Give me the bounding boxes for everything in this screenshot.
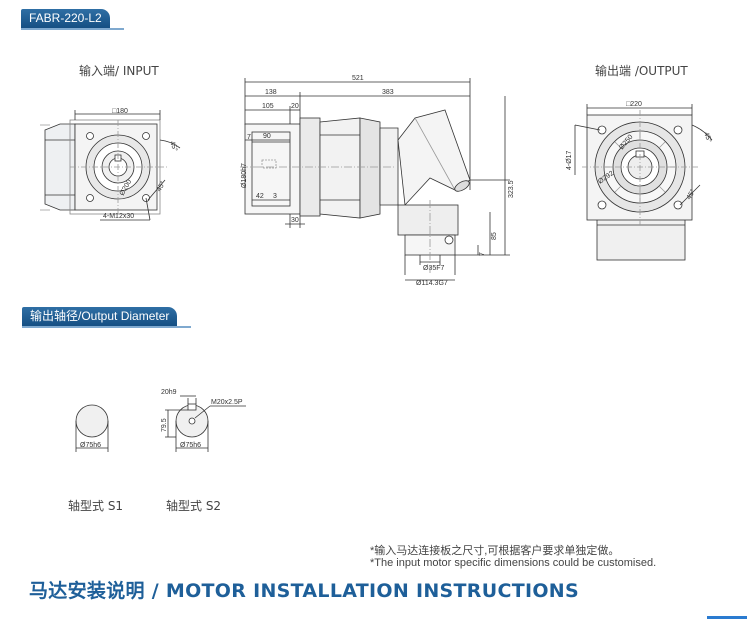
dim-key-w: 20h9	[161, 389, 177, 396]
dim-85: 85	[491, 232, 498, 240]
dim-d180: Ø180h7	[241, 163, 248, 188]
dim-out-holes: 4-Ø17	[566, 150, 573, 170]
dim-out-square: □220	[626, 101, 642, 108]
dim-key-h: 79.5	[161, 418, 168, 432]
dim-138: 138	[265, 89, 277, 96]
model-tag: FABR-220-L2	[21, 9, 124, 30]
dim-90: 90	[263, 133, 271, 140]
dim-d35: Ø35F7	[423, 265, 445, 272]
dim-30: 30	[291, 217, 299, 224]
input-title: 输入端/ INPUT	[79, 64, 159, 78]
dim-20: 20	[291, 103, 299, 110]
shaft-s1-caption: 轴型式 S1	[68, 499, 124, 513]
note-chinese: *输入马达连接板之尺寸,可根据客户要求单独定做。	[370, 545, 620, 557]
dim-total-length: 521	[352, 75, 364, 82]
input-end-view: □180 45° 45° 4-M12x30 Ø200	[40, 108, 181, 221]
dim-in-angle: 45°	[168, 140, 179, 153]
dim-s2-d75: Ø75h6	[180, 442, 201, 449]
dim-in-square: □180	[112, 108, 128, 115]
shaft-s2-caption: 轴型式 S2	[166, 499, 222, 513]
section-title: 马达安装说明 / MOTOR INSTALLATION INSTRUCTIONS	[29, 580, 579, 602]
note-english: *The input motor specific dimensions cou…	[370, 557, 657, 569]
dim-thread: M20x2.5P	[211, 399, 243, 406]
output-diameter-tag: 输出轴径/Output Diameter	[22, 307, 192, 328]
dim-383: 383	[382, 89, 394, 96]
dim-105: 105	[262, 103, 274, 110]
dim-7: 7	[247, 134, 251, 141]
dim-323: 323.5	[508, 180, 515, 198]
dim-in-bolt: 4-M12x30	[103, 213, 134, 220]
dim-42: 42	[256, 193, 264, 200]
shaft-s1-drawing: Ø75h6	[75, 404, 109, 452]
dim-out-angle: 45°	[702, 131, 713, 144]
dim-3: 3	[273, 193, 277, 200]
dim-h7: 7	[479, 252, 486, 256]
dim-s1-d75: Ø75h6	[80, 442, 101, 449]
output-end-view: □220 4-Ø17 Ø250 Ø292 45° 45°	[566, 101, 713, 261]
shaft-s2-drawing: Ø75h6 20h9 79.5 M20x2.5P	[161, 389, 246, 452]
output-title: 输出端 /OUTPUT	[595, 64, 688, 78]
bottom-accent-bar	[707, 616, 747, 619]
side-view: 521 138 383 105 20 7 90 Ø180h7 42 3 30	[240, 75, 515, 287]
dim-d114: Ø114.3G7	[416, 280, 448, 287]
